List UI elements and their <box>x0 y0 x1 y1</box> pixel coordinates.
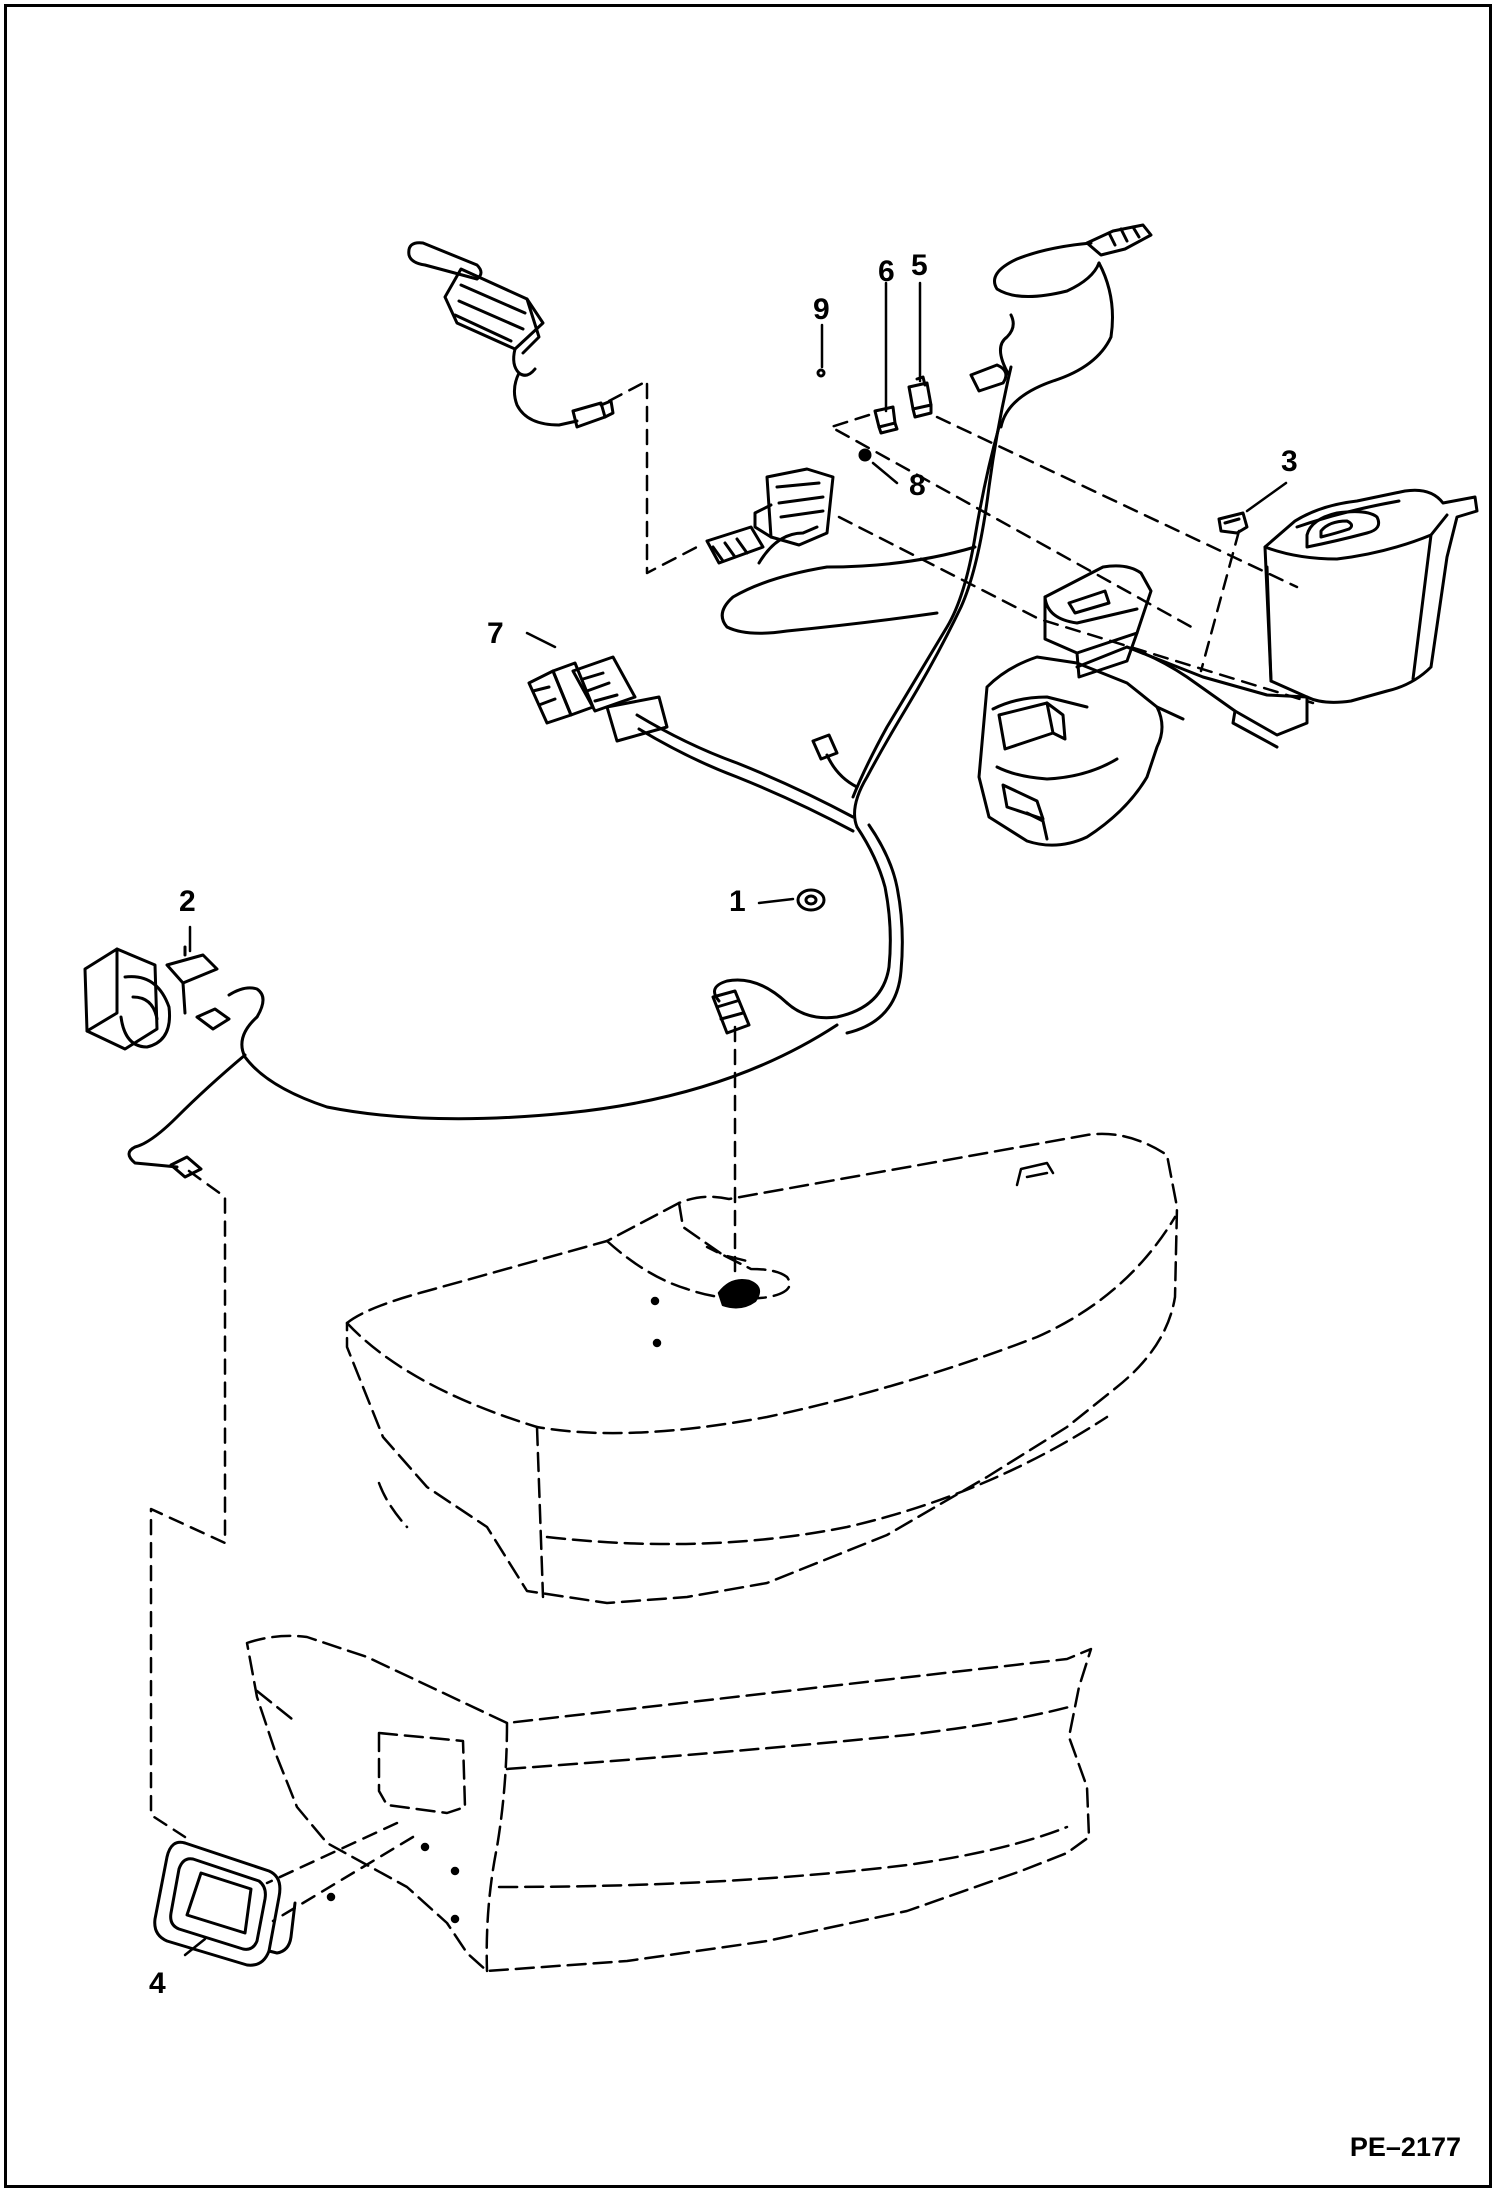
callout-6: 6 <box>878 255 895 288</box>
callout-8: 8 <box>909 469 926 502</box>
callout-5: 5 <box>911 249 928 282</box>
parts-diagram <box>83 223 1479 1973</box>
diagram-frame: 1 2 3 4 5 6 7 8 9 PE–2177 <box>4 4 1492 2188</box>
joystick-control <box>407 241 615 429</box>
callout-leaders <box>183 281 1288 1957</box>
leader-joystick <box>607 379 699 575</box>
rear-counterweight <box>345 1132 1179 1605</box>
wiring-harness <box>127 223 1153 1179</box>
callout-1: 1 <box>729 885 746 918</box>
callout-9: 9 <box>813 293 830 326</box>
leader-harness-console <box>837 515 1315 705</box>
callout-7: 7 <box>487 617 504 650</box>
work-light <box>153 1840 297 1967</box>
figure-id: PE–2177 <box>1349 2132 1461 2162</box>
callout-2: 2 <box>179 885 196 918</box>
rear-panel <box>245 1634 1093 1973</box>
grommet <box>796 888 826 912</box>
console-panel <box>977 488 1479 847</box>
callout-4: 4 <box>149 1967 166 2000</box>
horn <box>83 945 219 1051</box>
callout-3: 3 <box>1281 445 1298 478</box>
leader-horn-light <box>149 1169 227 1839</box>
relay-cluster <box>816 368 1299 631</box>
